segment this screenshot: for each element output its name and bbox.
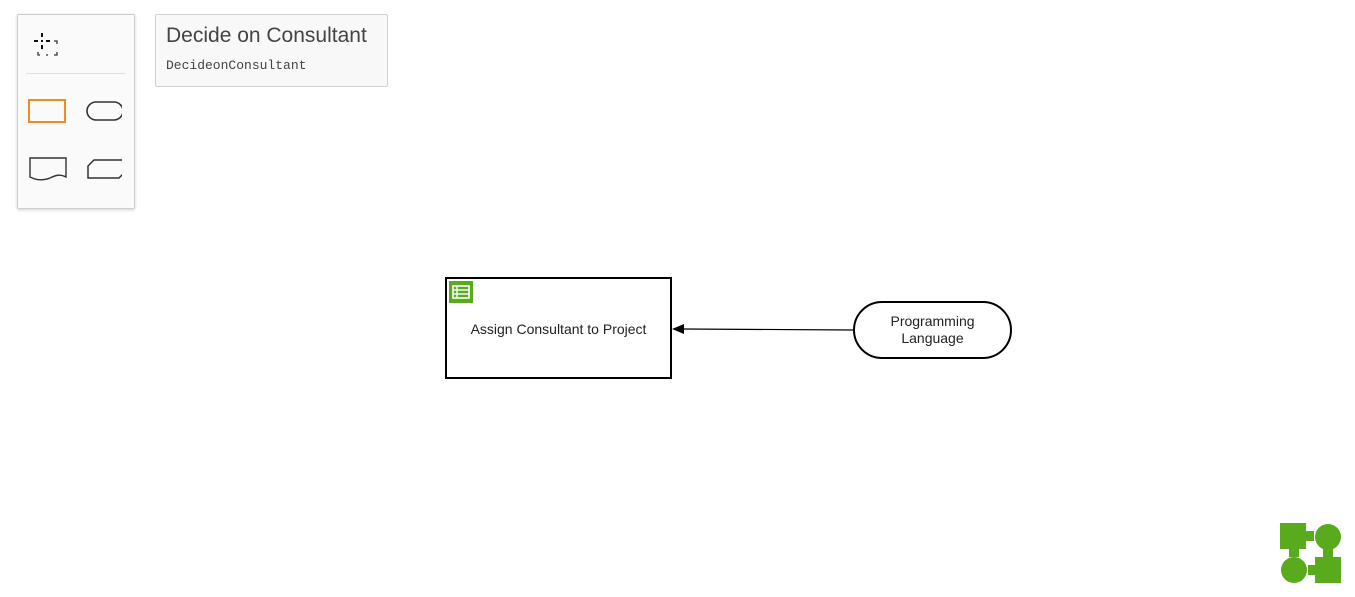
palette-divider xyxy=(26,73,126,74)
business-knowledge-shape-icon xyxy=(87,159,122,179)
knowledge-source-tool[interactable] xyxy=(26,150,70,186)
tool-palette xyxy=(17,14,135,209)
information-requirement-edge[interactable] xyxy=(683,328,854,331)
hand-tool[interactable] xyxy=(26,25,70,61)
decision-id[interactable]: DecideonConsultant xyxy=(166,58,307,73)
hand-tool-icon xyxy=(34,33,58,56)
knowledge-source-shape-icon xyxy=(29,157,67,181)
arrow-head-icon xyxy=(672,324,684,334)
decision-shape-icon xyxy=(28,99,66,123)
camunda-logo-icon xyxy=(1279,521,1343,585)
input-data-shape-icon xyxy=(86,101,122,121)
decision-table-icon xyxy=(449,281,473,303)
input-data-tool[interactable] xyxy=(78,93,122,129)
business-knowledge-tool[interactable] xyxy=(78,150,122,186)
decision-node[interactable]: Assign Consultant to Project xyxy=(445,277,672,379)
input-data-node[interactable]: Programming Language xyxy=(853,301,1012,359)
decision-label: Assign Consultant to Project xyxy=(470,321,647,337)
decision-tool[interactable] xyxy=(26,93,70,129)
input-data-label: Programming Language xyxy=(890,313,975,346)
decision-title[interactable]: Decide on Consultant xyxy=(166,24,367,47)
decision-info-box[interactable]: Decide on Consultant DecideonConsultant xyxy=(155,14,388,87)
